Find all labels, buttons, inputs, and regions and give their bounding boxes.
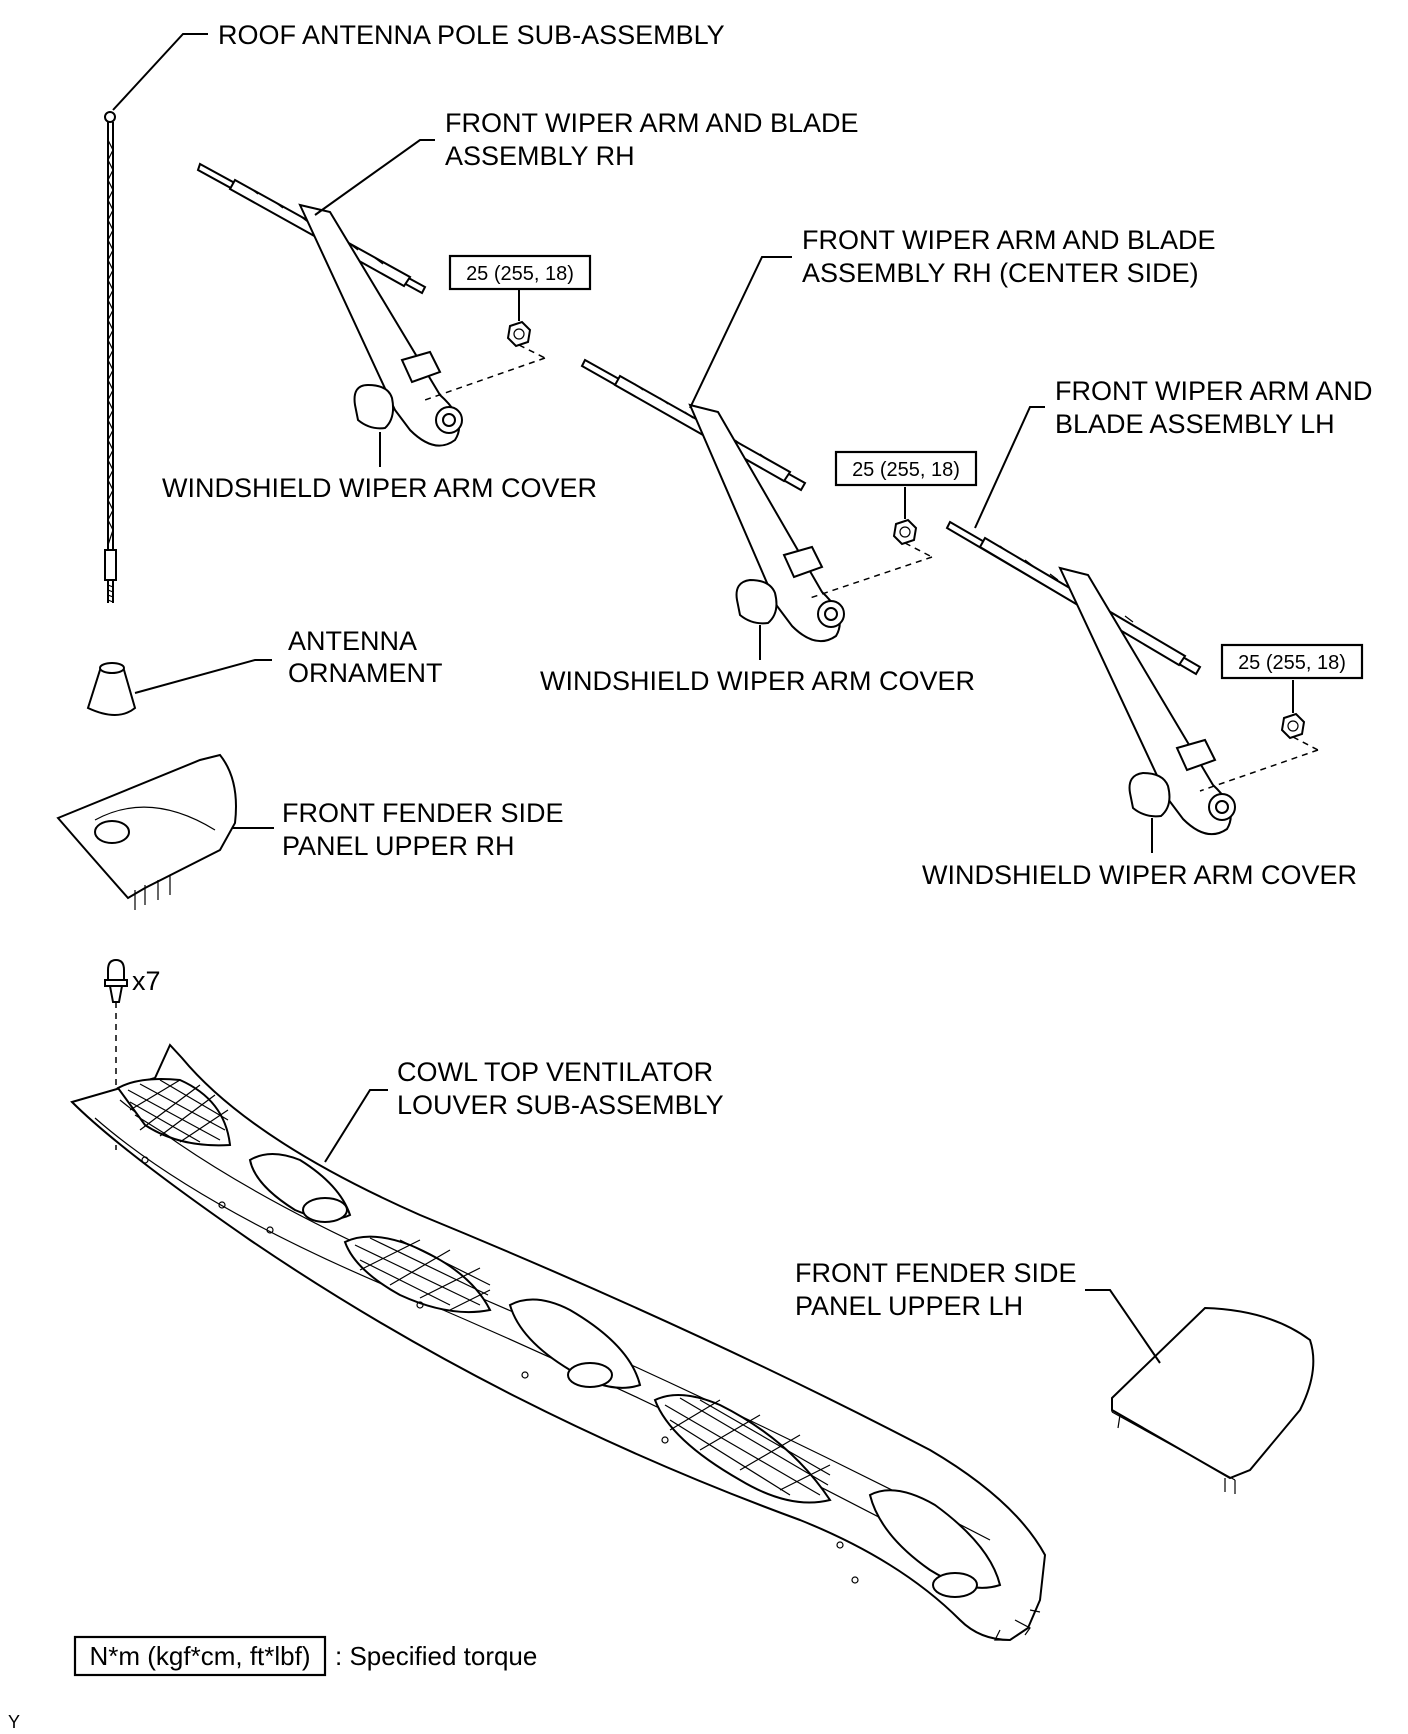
label-fender-lh-2: PANEL UPPER LH xyxy=(795,1291,1023,1321)
leader-cowl xyxy=(324,1089,388,1163)
dash-rh-1 xyxy=(518,344,546,359)
cowl-top-ventilator-louver xyxy=(70,1043,1047,1642)
label-cowl-1: COWL TOP VENTILATOR xyxy=(397,1057,713,1087)
wiper-arm-cover-center xyxy=(735,578,778,625)
label-clip-count: x7 xyxy=(132,966,161,996)
wiper-arm-cover-rh xyxy=(353,383,395,430)
dash-center-1 xyxy=(904,542,933,558)
label-wiper-rh-1: FRONT WIPER ARM AND BLADE xyxy=(445,108,859,138)
dash-rh-2 xyxy=(424,357,546,401)
dash-center-2 xyxy=(809,556,933,599)
fender-panel-upper-rh xyxy=(56,753,237,910)
label-antenna-ornament-2: ORNAMENT xyxy=(288,658,443,688)
torque-center: 25 (255, 18) xyxy=(852,459,960,481)
fender-panel-upper-lh xyxy=(1111,1306,1315,1494)
label-wiper-center-2: ASSEMBLY RH (CENTER SIDE) xyxy=(802,258,1199,288)
label-fender-lh-1: FRONT FENDER SIDE xyxy=(795,1258,1077,1288)
label-wiper-lh-2: BLADE ASSEMBLY LH xyxy=(1055,409,1335,439)
legend-unit-box xyxy=(73,1635,327,1677)
torque-rh: 25 (255, 18) xyxy=(466,263,574,285)
leader-fender-lh xyxy=(1085,1289,1161,1364)
label-cowl-2: LOUVER SUB-ASSEMBLY xyxy=(397,1090,724,1120)
label-antenna-ornament-1: ANTENNA xyxy=(288,626,417,656)
label-arm-cover-3: WINDSHIELD WIPER ARM COVER xyxy=(922,860,1357,890)
nut-center xyxy=(892,518,918,546)
dash-lh-2 xyxy=(1199,749,1319,792)
label-wiper-center-1: FRONT WIPER ARM AND BLADE xyxy=(802,225,1216,255)
nut-rh xyxy=(506,320,532,348)
label-arm-cover-2: WINDSHIELD WIPER ARM COVER xyxy=(540,666,975,696)
torque-box-center xyxy=(834,450,978,487)
leader-wiper-rh xyxy=(314,139,435,216)
roof-antenna-pole xyxy=(104,111,117,603)
clip-fastener xyxy=(104,958,128,1003)
leader-wiper-lh xyxy=(974,406,1045,529)
label-fender-rh-1: FRONT FENDER SIDE xyxy=(282,798,564,828)
wiper-arm-center xyxy=(580,358,845,643)
wiper-arm-rh xyxy=(196,162,463,447)
legend-unit-text: N*m (kgf*cm, ft*lbf) xyxy=(89,1641,310,1671)
label-arm-cover-1: WINDSHIELD WIPER ARM COVER xyxy=(162,473,597,503)
torque-box-rh xyxy=(448,254,592,291)
label-wiper-rh-2: ASSEMBLY RH xyxy=(445,141,635,171)
legend-description: : Specified torque xyxy=(335,1641,537,1671)
antenna-ornament xyxy=(86,662,137,716)
leader-wiper-center xyxy=(689,256,792,409)
nut-lh xyxy=(1280,712,1306,740)
wiper-arm-lh xyxy=(945,520,1236,836)
wiper-arm-cover-lh xyxy=(1128,771,1171,818)
corner-mark: Y xyxy=(8,1712,20,1732)
label-fender-rh-2: PANEL UPPER RH xyxy=(282,831,515,861)
dash-lh-1 xyxy=(1292,736,1319,751)
leader-antenna-ornament xyxy=(134,659,272,694)
torque-lh: 25 (255, 18) xyxy=(1238,652,1346,674)
leader-roof-antenna xyxy=(112,33,208,111)
label-roof-antenna: ROOF ANTENNA POLE SUB-ASSEMBLY xyxy=(218,20,725,50)
torque-box-lh xyxy=(1220,643,1364,680)
label-wiper-lh-1: FRONT WIPER ARM AND xyxy=(1055,376,1373,406)
